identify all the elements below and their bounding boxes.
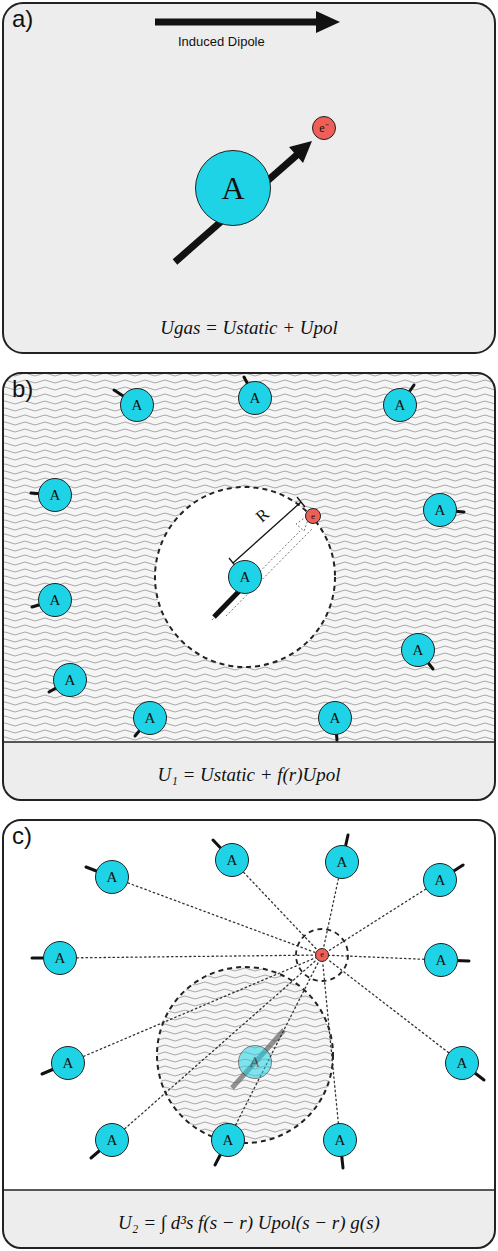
panel-frame bbox=[3, 373, 495, 800]
formula-band-line bbox=[3, 1189, 495, 1191]
formula-band-line bbox=[3, 741, 495, 743]
formula: U₂ = ∫ d³s f(s − r) Upol(s − r) g(s) bbox=[3, 1212, 495, 1234]
formula: U₁ = Ustatic + f(r)Upol bbox=[3, 764, 495, 786]
atom-label: A bbox=[457, 1056, 468, 1071]
interaction-line bbox=[125, 960, 317, 1129]
atom-circle: A bbox=[195, 150, 271, 226]
atom-circle: A bbox=[38, 583, 72, 617]
interaction-line bbox=[323, 962, 339, 1123]
panel-background bbox=[3, 820, 495, 1248]
electron-label: e bbox=[320, 951, 324, 959]
panel: a) Ugas = Ustatic + Upol Ae⁻ bbox=[3, 3, 495, 353]
atom-circle: A bbox=[38, 478, 72, 512]
central-dipole bbox=[212, 514, 312, 620]
atom-circle: A bbox=[325, 845, 359, 879]
atom-label: A bbox=[63, 1056, 74, 1071]
atom-circle: A bbox=[423, 493, 457, 527]
panel-frame bbox=[3, 820, 495, 1248]
atom-label: A bbox=[145, 711, 156, 726]
atom-label: A bbox=[335, 1133, 346, 1148]
atom-circle: A bbox=[53, 663, 87, 697]
atom-circle: A bbox=[401, 633, 435, 667]
formula-band bbox=[3, 1190, 495, 1248]
atom-label: A bbox=[250, 1055, 261, 1070]
atom-label: A bbox=[250, 391, 261, 406]
atom-label: A bbox=[413, 643, 424, 658]
atom-dipoles bbox=[31, 377, 464, 740]
atom-circle: A bbox=[424, 943, 458, 977]
atom-label: A bbox=[337, 855, 348, 870]
atom-circle: A bbox=[318, 701, 352, 735]
atom-label: A bbox=[65, 673, 76, 688]
smeared-sphere bbox=[157, 967, 333, 1143]
atom-label: A bbox=[50, 488, 61, 503]
formula: Ugas = Ustatic + Upol bbox=[3, 317, 495, 339]
interaction-line bbox=[328, 889, 426, 951]
interaction-line bbox=[77, 955, 315, 958]
atom-label: A bbox=[330, 711, 341, 726]
panel-label: b) bbox=[12, 375, 33, 403]
atom-circle: A bbox=[238, 381, 272, 415]
atom-label: A bbox=[435, 873, 446, 888]
atom-circle: A bbox=[95, 1123, 129, 1157]
atom-circle: A bbox=[133, 701, 167, 735]
induced-dipole-arrow bbox=[155, 11, 340, 33]
atom-label: A bbox=[435, 503, 446, 518]
atom-label: A bbox=[55, 951, 66, 966]
atom-label: A bbox=[221, 172, 244, 204]
panel-frame bbox=[3, 3, 495, 353]
polarizable-medium bbox=[3, 373, 495, 742]
panel-label: c) bbox=[12, 822, 32, 850]
atom-circle: A bbox=[215, 843, 249, 877]
atom-label: A bbox=[50, 593, 61, 608]
interaction-line bbox=[84, 958, 316, 1057]
atom-circle: A bbox=[228, 560, 262, 594]
cutoff-sphere bbox=[155, 487, 335, 667]
panel: b)U₁ = Ustatic + f(r)UpolAeAAAAAAAAAA bbox=[3, 373, 495, 800]
atom-circle: A bbox=[323, 1123, 357, 1157]
atom-circle: A bbox=[383, 388, 417, 422]
atom-label: A bbox=[240, 570, 251, 585]
interaction-line bbox=[329, 955, 424, 959]
atom-label: A bbox=[223, 1133, 234, 1148]
dipole-label: Induced Dipole bbox=[178, 34, 265, 49]
electron-label: e⁻ bbox=[319, 122, 328, 134]
electron-circle: e⁻ bbox=[312, 116, 336, 140]
radius-label: R bbox=[252, 505, 274, 528]
atom-circle: A bbox=[120, 388, 154, 422]
atom-circle: A bbox=[211, 1123, 245, 1157]
interaction-line bbox=[244, 872, 317, 950]
dipole-arrow bbox=[175, 141, 312, 262]
interaction-line bbox=[236, 961, 319, 1125]
interaction-line bbox=[323, 879, 338, 949]
atom-circle: A bbox=[95, 860, 129, 894]
atom-label: A bbox=[227, 853, 238, 868]
atom-dipoles bbox=[32, 835, 484, 1168]
atom-label: A bbox=[132, 398, 143, 413]
atom-circle: A bbox=[423, 863, 457, 897]
atom-label: A bbox=[395, 398, 406, 413]
atom-circle: A bbox=[51, 1046, 85, 1080]
panel: c) U₂ = ∫ d³s f(s − r) Upol(s − r) g(s) Ae… bbox=[3, 820, 495, 1248]
panel-label: a) bbox=[12, 5, 33, 33]
panel-background bbox=[3, 373, 495, 800]
central-dipole bbox=[232, 1030, 284, 1088]
atom-circle: A bbox=[445, 1046, 479, 1080]
atom-circle: A bbox=[43, 941, 77, 975]
electron-circle: e bbox=[305, 508, 321, 524]
atom-circle: A bbox=[238, 1045, 272, 1079]
radius-dimension bbox=[229, 497, 305, 568]
atom-label: A bbox=[436, 953, 447, 968]
atom-label: A bbox=[107, 870, 118, 885]
atom-label: A bbox=[107, 1133, 118, 1148]
electron-label: e bbox=[311, 512, 315, 521]
electron-circle: e bbox=[315, 948, 329, 962]
